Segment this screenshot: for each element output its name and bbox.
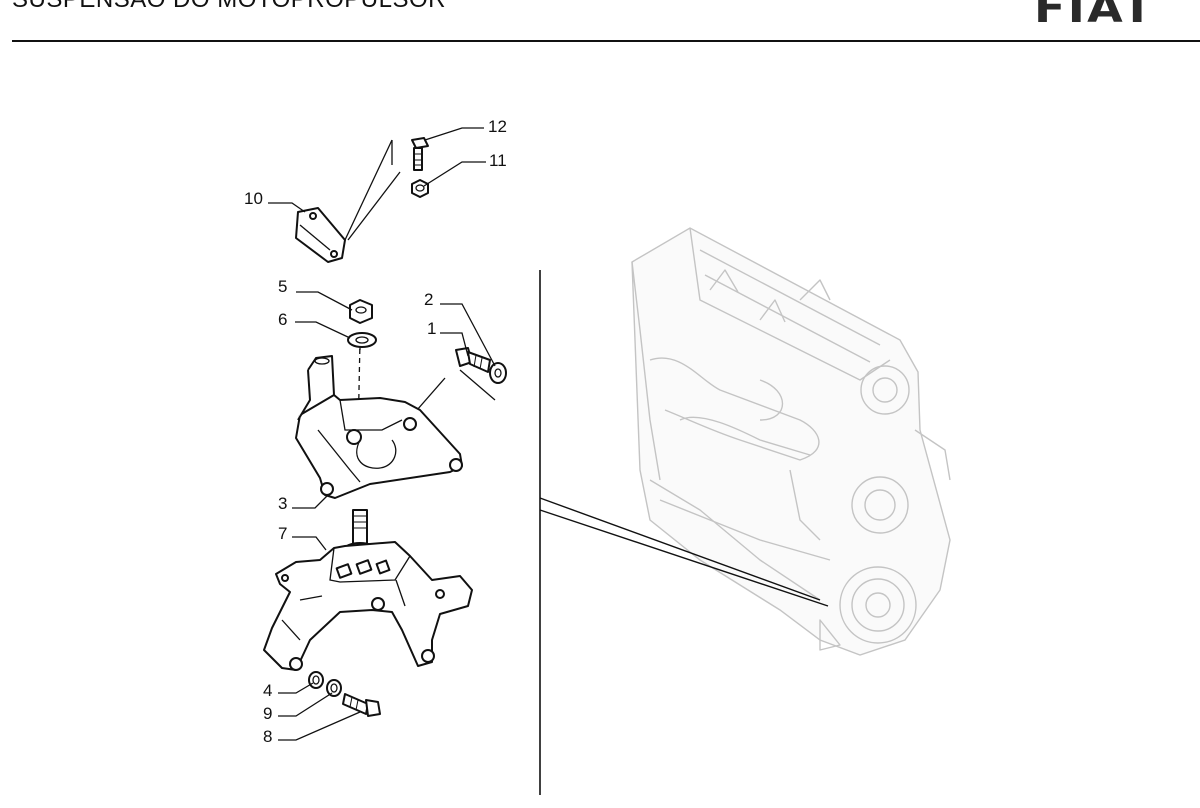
callout-4: 4: [263, 681, 272, 700]
part-2-washer: [489, 362, 507, 384]
part-12-bolt: [411, 137, 429, 171]
callout-10: 10: [244, 189, 263, 208]
callout-6: 6: [278, 310, 287, 329]
callout-9: 9: [263, 704, 272, 723]
fiat-logo: FIAT: [1034, 0, 1156, 32]
part-9-washer: [326, 679, 342, 697]
callout-2: 2: [424, 290, 433, 309]
engine-block-ghost: [631, 227, 951, 656]
callout-3: 3: [278, 494, 287, 513]
page-title: SUSPENSÃO DO MOTOPROPULSOR: [12, 0, 446, 14]
part-8-bolt: [342, 693, 381, 717]
callout-5: 5: [278, 277, 287, 296]
callout-11: 11: [489, 151, 507, 170]
callout-12: 12: [488, 117, 507, 136]
lower-support-bracket: [263, 541, 473, 671]
part-1-bolt: [455, 347, 491, 373]
part-6-washer: [347, 332, 377, 348]
callout-7: 7: [278, 524, 287, 543]
callout-leaders: [268, 127, 496, 741]
part-4-spacer: [308, 671, 324, 689]
part-5-nut: [349, 299, 373, 324]
callout-8: 8: [263, 727, 272, 746]
header-divider: [12, 40, 1200, 42]
callout-1: 1: [427, 319, 436, 338]
part-11-nut: [411, 179, 429, 198]
part-10-bracket: [295, 207, 346, 263]
part-3-engine-mount: [295, 355, 463, 499]
